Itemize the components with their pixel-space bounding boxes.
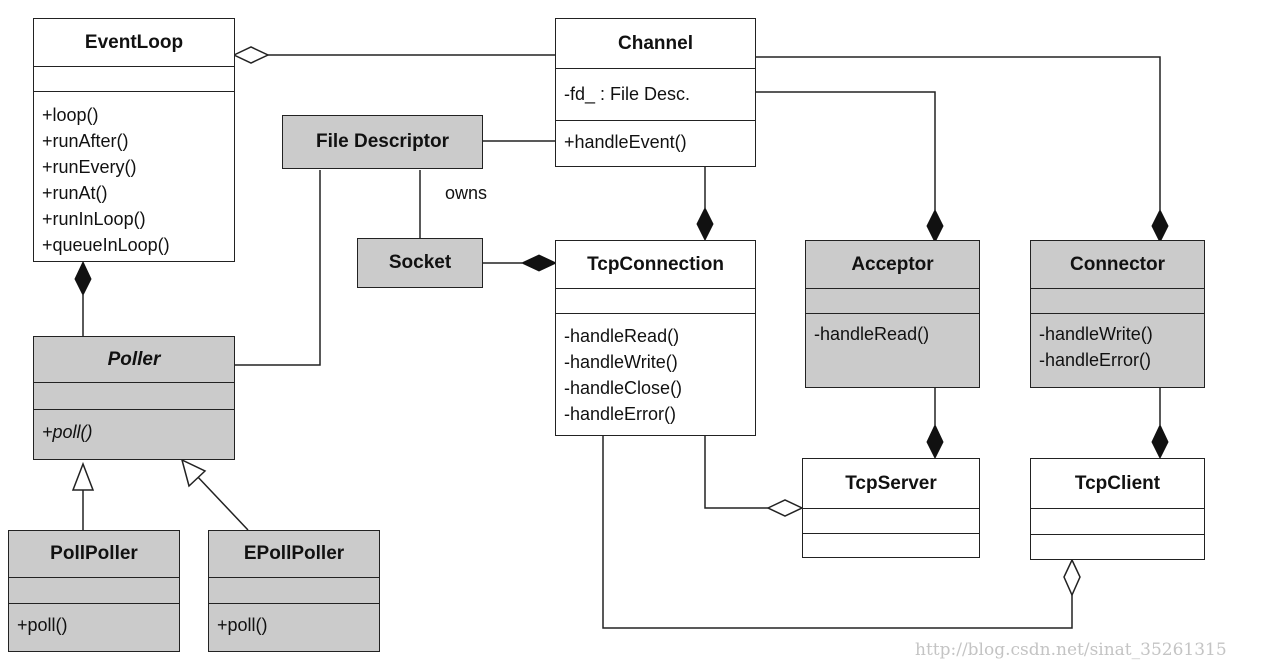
class-name: Socket — [388, 252, 452, 273]
operation: +loop() — [42, 105, 99, 125]
composition-diamond-tcpclient — [1151, 423, 1169, 460]
operation: +runEvery() — [42, 157, 137, 177]
generalization-triangle-pollpoller — [71, 461, 95, 491]
class-attributes — [34, 67, 234, 92]
operation: +runAfter() — [42, 131, 129, 151]
operation: +handleEvent() — [564, 132, 687, 152]
composition-diamond-eventloop — [74, 260, 92, 297]
line-tcpconnection-tcpclient — [602, 435, 1073, 629]
class-acceptor: Acceptor -handleRead() — [805, 240, 980, 388]
class-channel: Channel -fd_ : File Desc. +handleEvent() — [555, 18, 756, 167]
class-attributes — [9, 578, 179, 604]
class-connector: Connector -handleWrite() -handleError() — [1030, 240, 1205, 388]
class-socket: Socket — [357, 238, 483, 288]
composition-diamond-tcpserver — [926, 423, 944, 460]
class-pollpoller: PollPoller +poll() — [8, 530, 180, 652]
class-operations — [1031, 535, 1204, 539]
class-name: Channel — [556, 19, 755, 69]
class-operations: -handleWrite() -handleError() — [1031, 314, 1204, 373]
class-attributes — [34, 383, 234, 410]
operation: +poll() — [217, 615, 268, 635]
line-tcpconnection-tcpserver — [704, 435, 768, 509]
operation: -handleWrite() — [1039, 324, 1153, 344]
aggregation-diamond-eventloop — [232, 46, 270, 64]
class-name: TcpClient — [1031, 459, 1204, 509]
class-eventloop: EventLoop +loop() +runAfter() +runEvery(… — [33, 18, 235, 262]
operation: +runInLoop() — [42, 209, 146, 229]
class-tcpclient: TcpClient — [1030, 458, 1205, 560]
operation: +poll() — [17, 615, 68, 635]
class-operations: +handleEvent() — [556, 121, 755, 155]
aggregation-diamond-tcpclient — [1063, 558, 1081, 597]
class-attributes — [1031, 509, 1204, 535]
class-operations — [803, 534, 979, 538]
association-label-owns: owns — [445, 183, 488, 203]
class-tcpconnection: TcpConnection -handleRead() -handleWrite… — [555, 240, 756, 436]
watermark-text: http://blog.csdn.net/sinat_35261315 — [915, 640, 1227, 660]
class-attributes — [1031, 289, 1204, 314]
operation: -handleWrite() — [564, 352, 678, 372]
class-attributes — [556, 289, 755, 314]
operation: +queueInLoop() — [42, 235, 170, 255]
class-attributes — [803, 509, 979, 534]
operation: -handleRead() — [814, 324, 930, 344]
class-name: EPollPoller — [209, 531, 379, 578]
class-operations: -handleRead() — [806, 314, 979, 347]
operation: -handleError() — [564, 404, 677, 424]
class-operations: +poll() — [34, 410, 234, 445]
class-file-descriptor: File Descriptor — [282, 115, 483, 169]
class-attributes — [806, 289, 979, 314]
line-channel-connector — [755, 56, 1161, 210]
operation: +runAt() — [42, 183, 108, 203]
class-operations: +poll() — [209, 604, 379, 638]
class-tcpserver: TcpServer — [802, 458, 980, 558]
class-name: TcpConnection — [556, 241, 755, 289]
class-name: EventLoop — [34, 19, 234, 67]
class-name: Connector — [1031, 241, 1204, 289]
composition-diamond-connector — [1151, 208, 1169, 244]
composition-diamond-acceptor — [926, 208, 944, 244]
class-attributes: -fd_ : File Desc. — [556, 69, 755, 121]
class-name: Acceptor — [806, 241, 979, 289]
aggregation-diamond-tcpserver — [766, 499, 804, 517]
attribute: -fd_ : File Desc. — [564, 84, 691, 104]
composition-diamond-tcpconnection-left — [520, 254, 558, 272]
class-poller: Poller +poll() — [33, 336, 235, 460]
line-epollpoller-poller — [195, 474, 249, 531]
line-channel-acceptor — [755, 91, 936, 210]
class-name: Poller — [34, 337, 234, 383]
class-operations: +poll() — [9, 604, 179, 638]
composition-diamond-tcpconnection-top — [696, 206, 714, 242]
class-name: TcpServer — [803, 459, 979, 509]
operation: -handleRead() — [564, 326, 680, 346]
class-operations: +loop() +runAfter() +runEvery() +runAt()… — [34, 92, 234, 258]
class-name: PollPoller — [9, 531, 179, 578]
line-filedesc-poller — [235, 170, 321, 366]
operation: -handleError() — [1039, 350, 1152, 370]
operation: +poll() — [42, 422, 93, 442]
class-name: File Descriptor — [315, 131, 450, 152]
class-epollpoller: EPollPoller +poll() — [208, 530, 380, 652]
class-attributes — [209, 578, 379, 604]
generalization-triangle-epollpoller — [180, 458, 207, 488]
operation: -handleClose() — [564, 378, 683, 398]
class-operations: -handleRead() -handleWrite() -handleClos… — [556, 314, 755, 427]
